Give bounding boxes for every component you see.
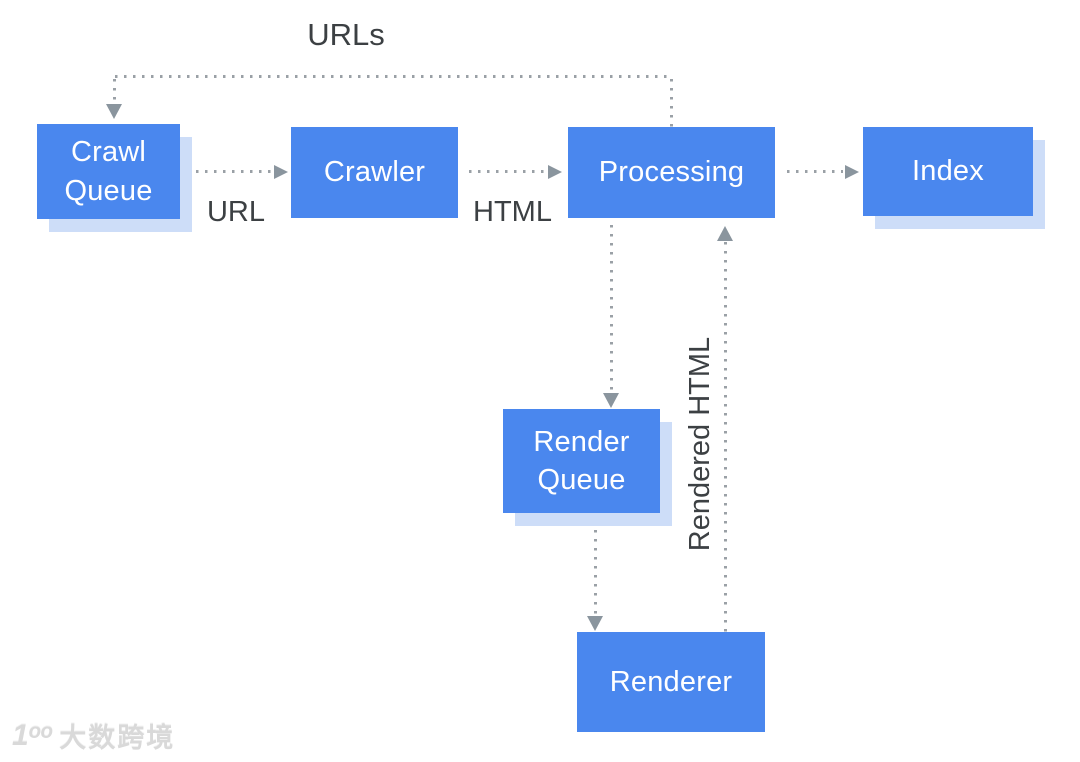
node-render-queue: Render Queue bbox=[503, 409, 660, 513]
watermark-text: 大数跨境 bbox=[59, 723, 176, 753]
watermark-logo-icon: 1ᵒᵒ bbox=[12, 718, 52, 752]
edge-crawlqueue-crawler bbox=[196, 170, 272, 173]
arrowhead-into-crawl-queue-icon bbox=[106, 104, 122, 119]
arrowhead-into-index-icon bbox=[845, 165, 859, 179]
node-render-queue-label: Render Queue bbox=[533, 425, 630, 496]
node-crawl-queue: Crawl Queue bbox=[37, 124, 180, 219]
label-urls: URLs bbox=[307, 17, 385, 52]
node-renderer-label: Renderer bbox=[609, 665, 733, 698]
node-renderer: Renderer bbox=[577, 632, 765, 732]
edge-feedback-urls-horizontal bbox=[115, 75, 673, 78]
edge-renderqueue-renderer bbox=[594, 530, 597, 616]
edge-processing-index bbox=[787, 170, 843, 173]
edge-feedback-urls-left-vertical bbox=[113, 79, 116, 104]
node-crawler-label: Crawler bbox=[323, 156, 426, 189]
arrowhead-into-renderer-icon bbox=[587, 616, 603, 631]
node-processing: Processing bbox=[568, 127, 775, 218]
label-html: HTML bbox=[473, 196, 552, 228]
edge-renderer-processing bbox=[724, 242, 727, 632]
edge-feedback-urls-right-vertical bbox=[670, 79, 673, 127]
node-index-label: Index bbox=[912, 155, 984, 188]
arrowhead-up-into-processing-icon bbox=[717, 226, 733, 241]
node-crawl-queue-label: Crawl Queue bbox=[64, 136, 153, 207]
label-rendered-html: Rendered HTML bbox=[684, 336, 716, 552]
arrowhead-into-render-queue-icon bbox=[603, 393, 619, 408]
watermark: 1ᵒᵒ 大数跨境 bbox=[12, 716, 175, 755]
arrowhead-into-processing-icon bbox=[548, 165, 562, 179]
node-crawler: Crawler bbox=[291, 127, 458, 218]
arrowhead-into-crawler-icon bbox=[274, 165, 288, 179]
label-url: URL bbox=[206, 196, 265, 228]
edge-crawler-processing bbox=[469, 170, 546, 173]
node-index: Index bbox=[863, 127, 1033, 216]
node-processing-label: Processing bbox=[598, 156, 745, 189]
edge-processing-renderqueue bbox=[610, 225, 613, 392]
